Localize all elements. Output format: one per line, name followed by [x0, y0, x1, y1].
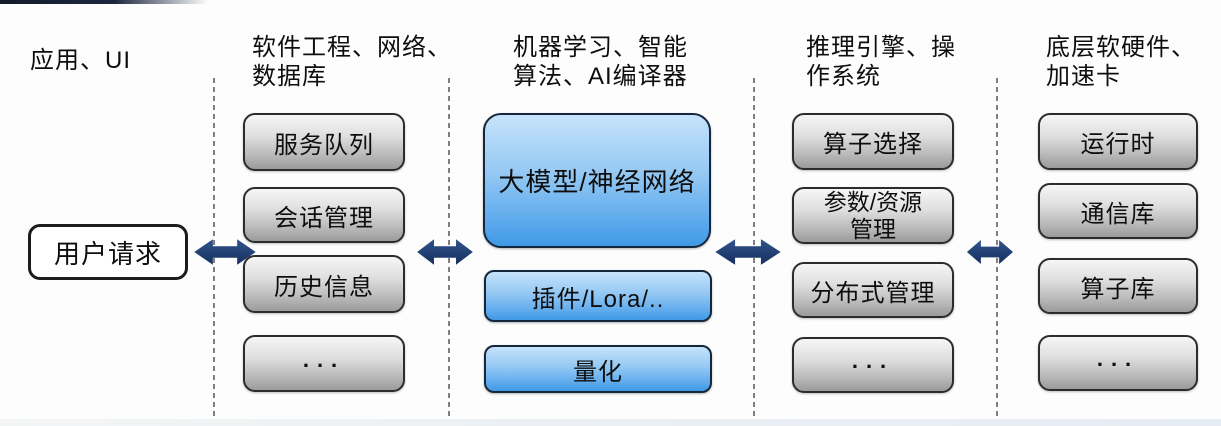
box-label: 会话管理 [274, 204, 374, 232]
box-label-line1: 参数/资源 [823, 188, 923, 215]
box-label: 算子选择 [823, 131, 923, 158]
box-operator-selection: 算子选择 [792, 113, 954, 170]
box-service-queue: 服务队列 [243, 113, 405, 171]
box-label: ... [1096, 346, 1140, 371]
box-label-line2: 管理 [850, 215, 896, 242]
box-param-resource-management: 参数/资源 管理 [792, 187, 954, 244]
header-line: 机器学习、智能 [513, 34, 688, 61]
box-session-management: 会话管理 [243, 187, 405, 243]
bottom-gradient-strip [0, 419, 1221, 426]
box-label: 服务队列 [274, 131, 374, 159]
box-plugin-lora: 插件/Lora/.. [484, 270, 712, 322]
header-line: 作系统 [806, 63, 881, 90]
box-ellipsis-col2: ... [243, 335, 405, 392]
bidirectional-arrow-icon [416, 236, 474, 268]
box-quantization: 量化 [484, 345, 712, 393]
box-label: 插件/Lora/.. [531, 285, 665, 313]
box-communication-library: 通信库 [1038, 183, 1198, 239]
box-label: ... [851, 348, 895, 373]
box-label: 通信库 [1080, 200, 1156, 228]
box-ellipsis-col5: ... [1038, 335, 1198, 391]
bidirectional-arrow-icon [193, 236, 257, 268]
box-label: 历史信息 [274, 273, 374, 301]
column-header-hardware-accelerator: 底层软硬件、 加速卡 [1046, 33, 1196, 91]
bidirectional-arrow-icon [714, 236, 782, 268]
header-line: 数据库 [252, 63, 327, 90]
column-header-application-ui: 应用、UI [30, 46, 131, 75]
bidirectional-arrow-icon [966, 237, 1014, 267]
box-runtime: 运行时 [1038, 113, 1198, 170]
box-history-info: 历史信息 [243, 255, 405, 313]
box-label: 用户请求 [53, 238, 162, 269]
header-line: 底层软硬件、 [1046, 34, 1196, 61]
header-line: 软件工程、网络、 [252, 34, 452, 61]
box-distributed-management: 分布式管理 [792, 262, 954, 318]
box-label: 量化 [573, 358, 623, 386]
box-label: 运行时 [1080, 131, 1156, 158]
header-line: 算法、AI编译器 [513, 63, 688, 90]
column-header-inference-engine-os: 推理引擎、操 作系统 [806, 33, 956, 91]
box-large-model-neural-network: 大模型/神经网络 [483, 113, 711, 248]
column-header-software-network-db: 软件工程、网络、 数据库 [252, 33, 452, 91]
box-user-request: 用户请求 [28, 224, 188, 280]
header-line: 加速卡 [1046, 63, 1121, 90]
header-line: 应用、UI [30, 47, 131, 74]
box-label: 算子库 [1080, 275, 1156, 303]
box-ellipsis-col4: ... [792, 337, 954, 393]
box-operator-library: 算子库 [1038, 258, 1198, 314]
box-label: 分布式管理 [810, 279, 936, 307]
header-line: 推理引擎、操 [806, 34, 956, 61]
top-edge-strip [0, 0, 208, 4]
box-label: ... [302, 346, 346, 372]
column-header-ml-ai-compiler: 机器学习、智能 算法、AI编译器 [513, 33, 688, 91]
box-label: 大模型/神经网络 [498, 167, 696, 197]
